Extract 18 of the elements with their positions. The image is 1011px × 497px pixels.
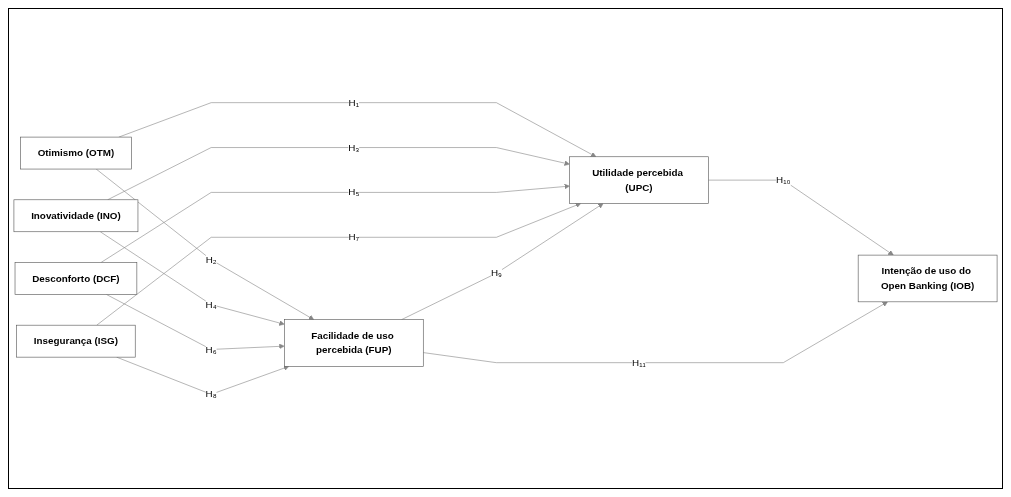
- edge-label: H₁: [348, 97, 360, 108]
- node-box: Facilidade de uso percebida (FUP): [284, 319, 424, 367]
- edge-label: H₂: [205, 254, 217, 265]
- edge-label: H₄: [205, 299, 217, 310]
- node-box: Desconforto (DCF): [14, 262, 138, 295]
- node-box: Insegurança (ISG): [16, 324, 136, 358]
- node-box: Utilidade percebida (UPC): [569, 156, 709, 204]
- edge-label: H₁₁: [632, 357, 646, 368]
- edge-label: H₃: [348, 142, 360, 153]
- edge-label: H₉: [490, 267, 502, 279]
- node-box: Intenção de uso do Open Banking (IOB): [857, 254, 998, 303]
- edge-label: H₇: [348, 231, 360, 243]
- edge-label: H₅: [348, 186, 360, 198]
- edge-label: H₈: [205, 388, 217, 400]
- edge-label: H₁₀: [776, 174, 791, 186]
- node-box: Inovatividade (INO): [13, 199, 139, 233]
- node-box: Otimismo (OTM): [20, 136, 132, 170]
- edge-label: H₆: [205, 343, 217, 355]
